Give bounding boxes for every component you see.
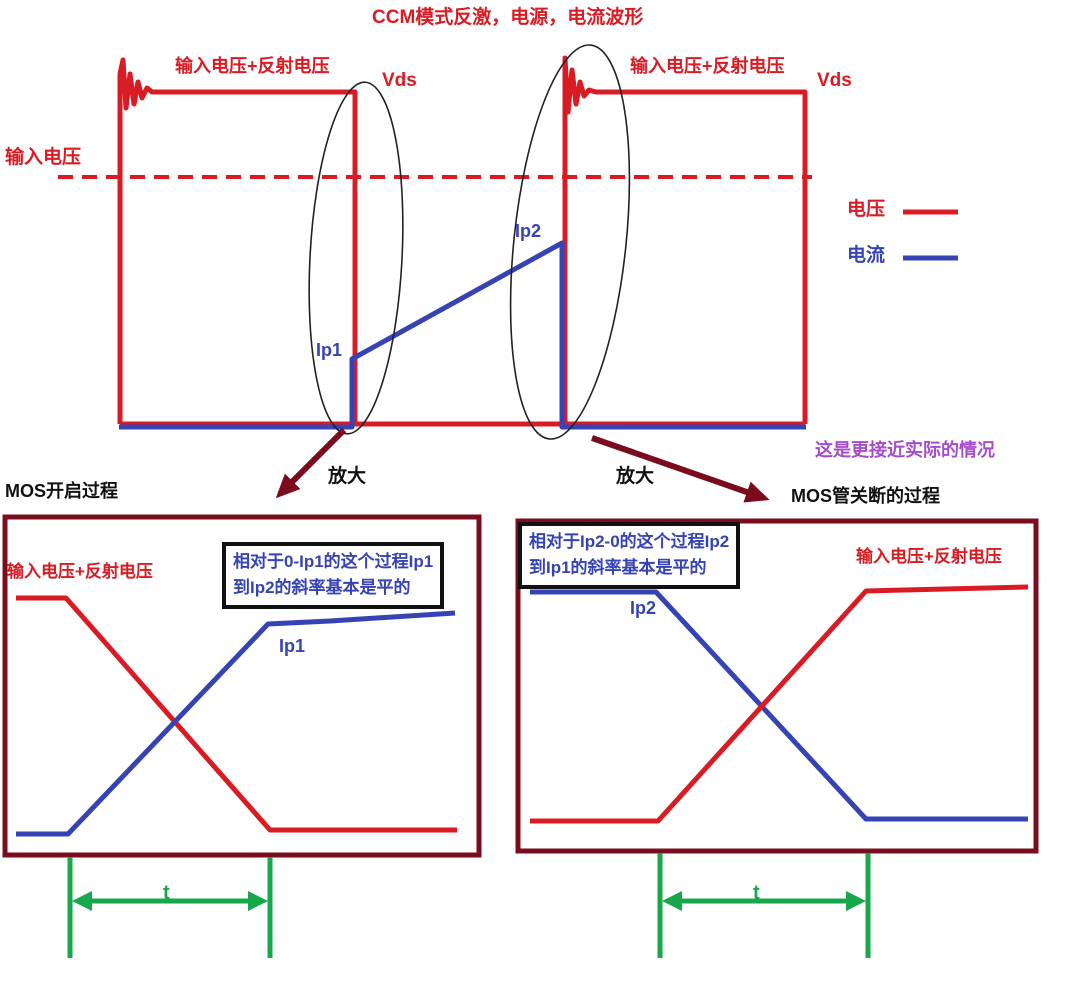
voltage-waveform [117,55,808,427]
left-panel-ip1-label: Ip1 [279,636,306,656]
right-note-line1: 相对于Ip2-0的这个过程Ip2 [529,532,730,551]
right-panel-voltage-wave [530,584,1029,824]
right-panel-current-wave [530,589,1028,822]
actual-situation-note: 这是更接近实际的情况 [815,440,995,460]
right-time-label: t [753,882,760,904]
left-time-arrowhead-left [72,891,92,911]
right-note-line2: 到Ip1的斜率基本是平的 [529,558,707,578]
page-title: CCM模式反激，电源，电流波形 [372,7,644,28]
left-panel-border [2,514,482,858]
vds-label-right: Vds [817,70,852,91]
right-time-arrowhead-right [846,891,866,911]
right-zoom-note-box: 相对于Ip2-0的这个过程Ip2 到Ip1的斜率基本是平的 [518,522,741,589]
left-panel-input-reflected-label: 输入电压+反射电压 [7,562,153,581]
vds-label-left: Vds [382,70,417,91]
left-time-label: t [163,882,170,904]
left-panel-voltage-wave [16,595,457,833]
legend-current-label: 电流 [847,245,886,266]
left-note-line2: 到Ip2的斜率基本是平的 [233,578,411,598]
left-panel-current-wave [16,610,456,837]
left-time-arrowhead-right [248,891,268,911]
right-panel-input-reflected-label: 输入电压+反射电压 [856,547,1002,566]
zoom-arrow-right [591,435,770,503]
ip1-label: Ip1 [316,340,343,360]
zoom-arrow-left [275,427,347,499]
right-panel-title: MOS管关断的过程 [791,486,941,506]
zoom-ellipse-right [509,44,631,440]
current-waveform [119,240,806,430]
zoom-ellipse-left [308,81,404,435]
right-panel-ip2-label: Ip2 [630,598,657,618]
ip2-label: Ip2 [515,221,542,241]
left-zoom-note-box: 相对于0-Ip1的这个过程Ip1 到Ip2的斜率基本是平的 [222,542,445,609]
input-reflected-label-left: 输入电压+反射电压 [175,56,330,76]
right-time-arrowhead-left [662,891,682,911]
left-panel-title: MOS开启过程 [5,481,119,501]
left-note-line1: 相对于0-Ip1的这个过程Ip1 [233,552,434,571]
zoom-label-left: 放大 [328,466,367,487]
zoom-label-right: 放大 [616,466,655,487]
legend-voltage-label: 电压 [847,199,886,220]
input-reflected-label-right: 输入电压+反射电压 [630,56,785,76]
input-voltage-label: 输入电压 [5,147,82,168]
right-panel-border [515,518,1039,854]
